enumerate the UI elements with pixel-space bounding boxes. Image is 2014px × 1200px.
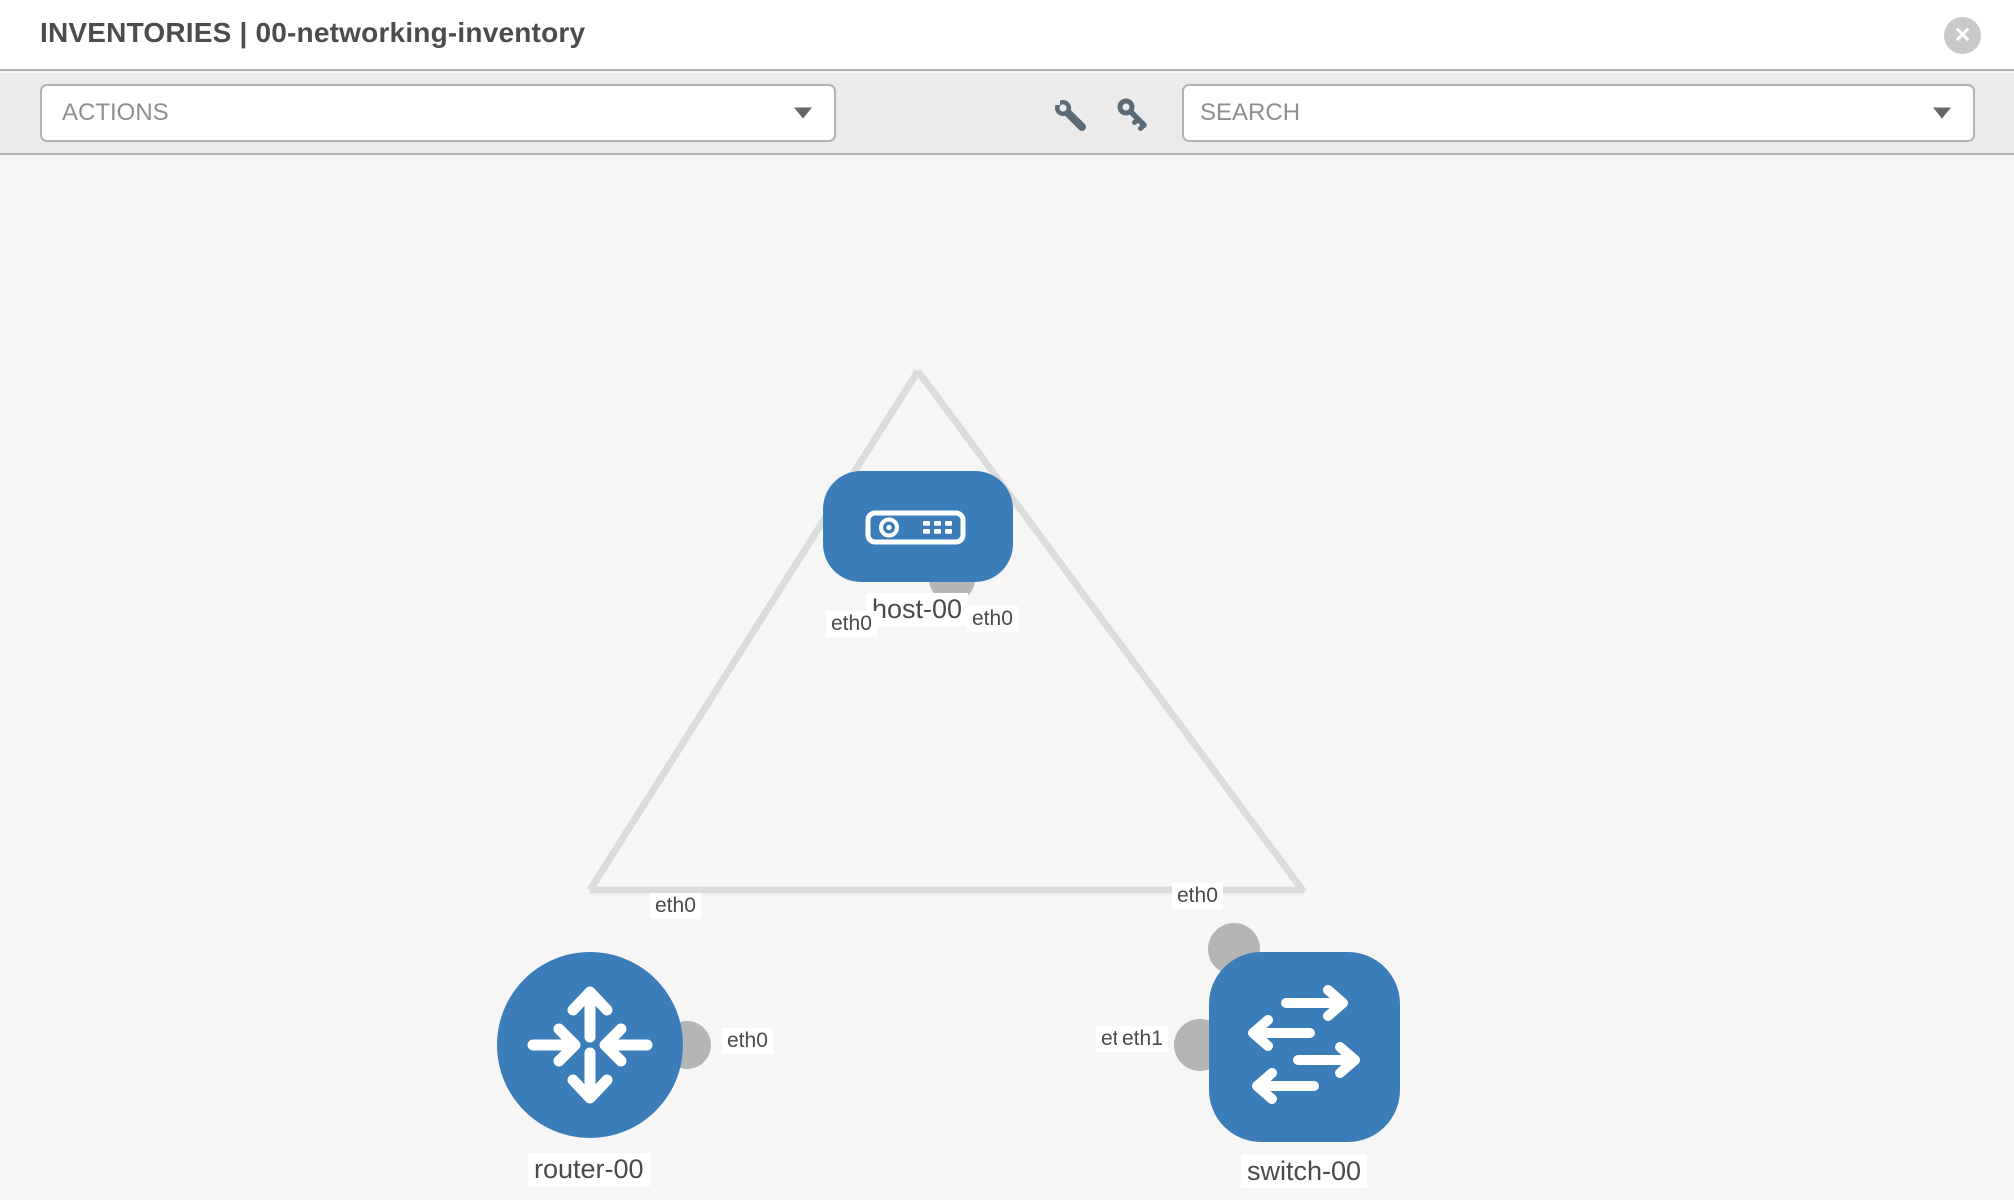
link-host-switch (915, 368, 1307, 895)
page-title: INVENTORIES | 00-networking-inventory (40, 17, 586, 48)
link-host-router (587, 369, 921, 892)
wrench-button[interactable] (1048, 93, 1088, 133)
wrench-icon (1048, 93, 1086, 131)
header: INVENTORIES | 00-networking-inventory ✕ (0, 0, 2014, 71)
node-router-00[interactable] (497, 952, 683, 1138)
close-button[interactable]: ✕ (1944, 17, 1981, 54)
node-label-router: router-00 (528, 1153, 650, 1187)
iface-label-switch-left: eth1 (1117, 1026, 1168, 1053)
node-switch-00[interactable] (1209, 952, 1400, 1142)
search-dropdown-label: SEARCH (1200, 99, 1301, 126)
search-dropdown[interactable]: SEARCH (1182, 84, 1975, 142)
iface-label-host-left: eth0 (826, 611, 877, 638)
close-icon: ✕ (1953, 24, 1972, 47)
actions-dropdown-label: ACTIONS (62, 99, 169, 126)
node-label-host: host-00 (866, 593, 969, 627)
server-icon (865, 510, 966, 545)
key-button[interactable] (1114, 95, 1152, 133)
node-label-switch: switch-00 (1241, 1155, 1368, 1189)
iface-label-host-right: eth0 (967, 606, 1018, 633)
chevron-down-icon (794, 107, 812, 119)
router-icon (527, 986, 653, 1104)
toolbar: ACTIONS SEARCH (0, 73, 2014, 155)
actions-dropdown[interactable]: ACTIONS (40, 84, 836, 142)
iface-label-router-uplink: eth0 (650, 893, 701, 920)
node-host-00[interactable] (823, 471, 1013, 582)
iface-label-router-right: eth0 (722, 1028, 773, 1055)
chevron-down-icon (1933, 107, 1951, 119)
iface-label-switch-top: eth0 (1172, 883, 1223, 910)
topology-canvas[interactable]: host-00 router-00 switch-00 eth0 eth0 et… (0, 155, 2014, 1200)
key-icon (1117, 98, 1147, 131)
switch-icon (1248, 985, 1360, 1104)
links-layer (587, 368, 1307, 895)
